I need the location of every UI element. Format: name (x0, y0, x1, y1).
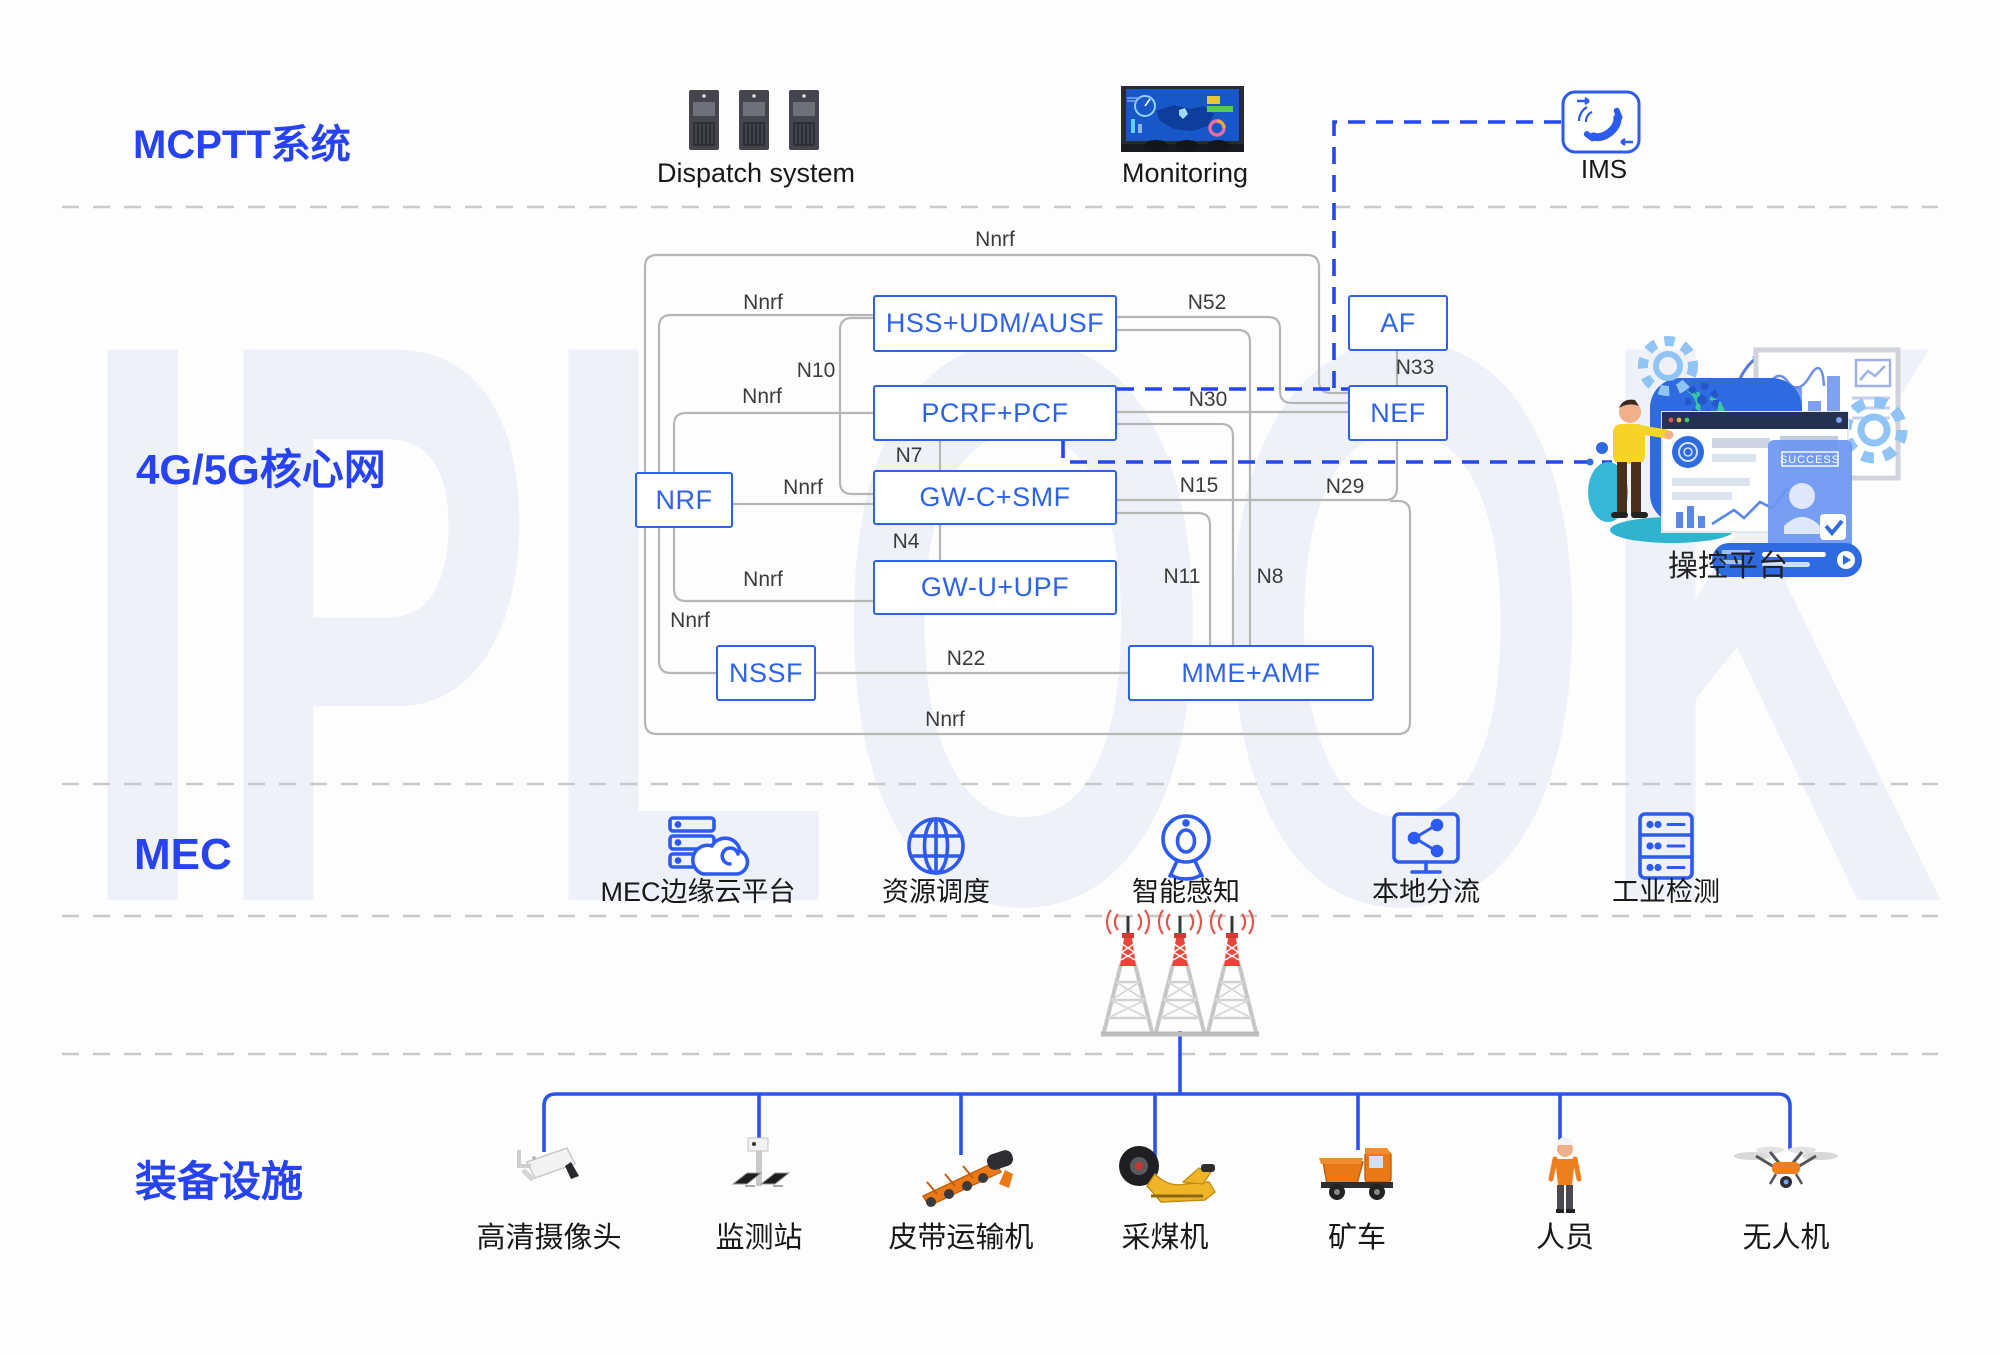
drone-icon (1734, 1146, 1838, 1188)
nf-box-gwc-smf: GW-C+SMF (873, 470, 1117, 525)
blue-dashed-links (1061, 120, 1612, 464)
section-title-mec: MEC (134, 830, 232, 879)
link-platform-dashed (1061, 441, 1612, 464)
ifc-label-nnrf-top: Nnrf (975, 228, 1015, 251)
monitoring-label: Monitoring (1121, 158, 1249, 188)
smart-camera-icon (1161, 814, 1211, 881)
mec-item-edge-cloud-label: MEC边缘云平台 (600, 877, 796, 907)
link-n10 (838, 316, 875, 496)
nf-box-pcrf-pcf: PCRF+PCF (873, 385, 1117, 441)
mec-item-inspection-label: 工业检测 (1612, 877, 1720, 907)
section-separators (62, 205, 1938, 1056)
ifc-label-n10: N10 (796, 359, 836, 382)
belt-conveyor-icon (922, 1150, 1014, 1207)
nf-box-gwu-upf: GW-U+UPF (873, 560, 1117, 615)
nf-box-af: AF (1348, 295, 1448, 351)
link-nnrf-nssf (657, 526, 718, 675)
link-n15 (1115, 422, 1235, 647)
ifc-label-nnrf-gwu: Nnrf (743, 568, 783, 591)
mine-truck-icon (1319, 1148, 1393, 1200)
link-nnrf-gwu (672, 526, 875, 603)
link-n52 (1115, 315, 1350, 405)
device-truck-label: 矿车 (1327, 1222, 1387, 1254)
mec-item-local-offload-label: 本地分流 (1372, 877, 1480, 907)
mec-item-scheduling-label: 资源调度 (882, 877, 990, 907)
link-ims-dashed (1332, 120, 1561, 389)
link-n11 (1115, 511, 1212, 647)
section-title-mcptt: MCPTT系统 (133, 123, 351, 167)
access-bus (542, 1031, 1792, 1162)
nf-box-nssf: NSSF (716, 645, 816, 701)
mec-icons (668, 812, 1694, 881)
radio-towers (1101, 909, 1259, 1037)
ifc-label-n33: N33 (1395, 356, 1435, 379)
ifc-label-n11: N11 (1163, 565, 1201, 588)
ifc-label-n7: N7 (895, 444, 923, 467)
ifc-label-nnrf-nssf: Nnrf (670, 609, 710, 632)
device-camera-label: 高清摄像头 (476, 1222, 622, 1254)
link-nnrf-hss (657, 313, 875, 474)
nf-box-nef: NEF (1348, 385, 1448, 441)
section-title-equipment: 装备设施 (135, 1158, 304, 1205)
device-drone-label: 无人机 (1742, 1222, 1830, 1254)
success-card-label: SUCCESS (1780, 454, 1840, 466)
ifc-label-n29: N29 (1325, 475, 1365, 498)
industrial-server-icon (1638, 812, 1694, 880)
globe-icon (907, 817, 965, 875)
monitoring-station-icon (731, 1137, 791, 1187)
nf-box-hss-udm-ausf: HSS+UDM/AUSF (873, 295, 1117, 352)
tower-icon (1101, 909, 1155, 1037)
link-n29 (1115, 439, 1399, 502)
tower-icon (1153, 909, 1207, 1037)
device-icons (517, 1137, 1838, 1213)
control-platform-illustration: SUCCESS (1586, 336, 1908, 577)
control-room-screen-icon (1121, 86, 1244, 152)
ifc-label-n15: N15 (1179, 474, 1219, 497)
device-station-label: 监测站 (715, 1222, 803, 1254)
mec-item-sensing-label: 智能感知 (1132, 877, 1240, 907)
bus-line (542, 1092, 1792, 1152)
ifc-label-n4: N4 (892, 530, 920, 553)
ifc-label-nnrf-hss: Nnrf (743, 291, 783, 314)
coal-shearer-icon (1119, 1146, 1216, 1203)
tower-icon (1205, 909, 1259, 1037)
ifc-label-nnrf-pcrf: Nnrf (742, 385, 782, 408)
nf-box-nrf: NRF (635, 472, 733, 528)
ifc-label-n30: N30 (1188, 388, 1228, 411)
server-racks-icon (689, 90, 819, 150)
ims-label: IMS (1580, 154, 1628, 184)
cctv-camera-icon (517, 1147, 579, 1182)
device-worker-label: 人员 (1535, 1222, 1595, 1254)
nf-box-mme-amf: MME+AMF (1128, 645, 1374, 701)
core-grey-connectors (643, 253, 1412, 736)
monitor-share-icon (1392, 812, 1460, 874)
dispatch-system-label: Dispatch system (656, 158, 856, 188)
ifc-label-nnrf-bottom: Nnrf (925, 708, 965, 731)
ifc-label-n22: N22 (946, 647, 986, 670)
device-conveyor-label: 皮带运输机 (888, 1222, 1034, 1254)
link-n8 (1115, 328, 1252, 647)
cloud-server-icon (668, 816, 750, 876)
ifc-label-n52: N52 (1187, 291, 1227, 314)
worker-icon (1548, 1137, 1582, 1213)
phone-call-icon (1561, 90, 1641, 154)
ifc-label-n8: N8 (1256, 565, 1284, 588)
section-title-core-network: 4G/5G核心网 (136, 446, 386, 493)
link-nnrf-pcrf (672, 411, 875, 474)
ifc-label-nnrf-gwc: Nnrf (783, 476, 823, 499)
person-presenter (1611, 399, 1674, 518)
control-platform-label: 操控平台 (1668, 550, 1788, 583)
device-shearer-label: 采煤机 (1121, 1222, 1209, 1254)
